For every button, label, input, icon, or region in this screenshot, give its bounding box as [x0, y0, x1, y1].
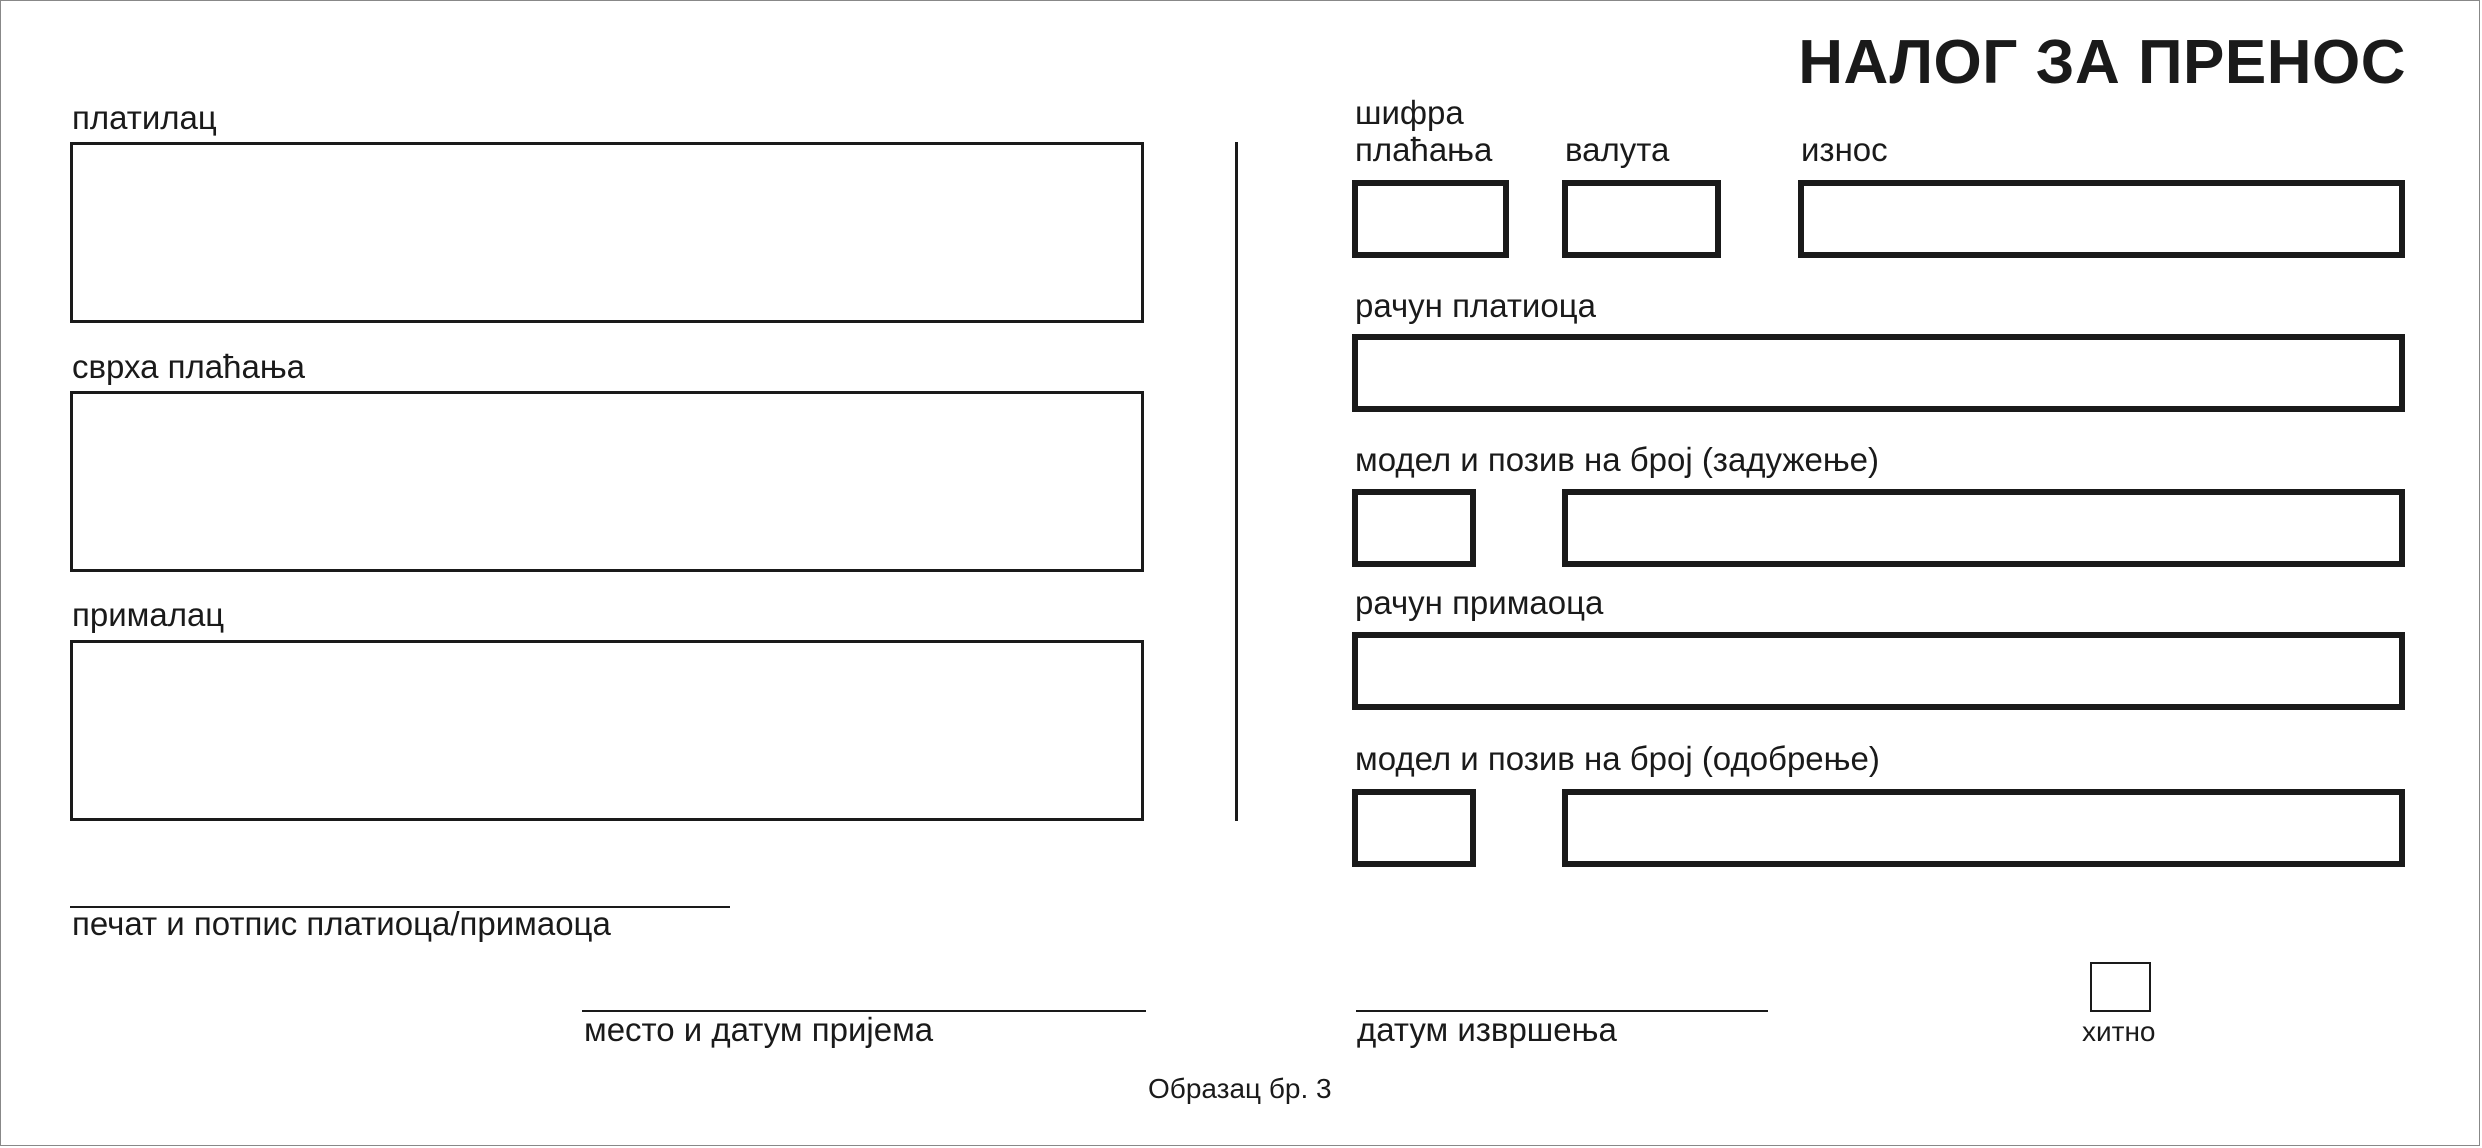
- execution-date-label: датум извршења: [1357, 1011, 1617, 1048]
- debit-model-field[interactable]: [1352, 489, 1476, 567]
- execution-date-line[interactable]: [1356, 1010, 1768, 1012]
- payer-field[interactable]: [70, 142, 1144, 323]
- purpose-field[interactable]: [70, 391, 1144, 572]
- debit-model-label: модел и позив на број (задужење): [1355, 441, 1880, 478]
- payer-account-label: рачун платиоца: [1355, 287, 1596, 324]
- form-number: Образац бр. 3: [1148, 1073, 1332, 1104]
- recipient-account-field[interactable]: [1352, 632, 2405, 710]
- form-title: НАЛОГ ЗА ПРЕНОС: [1798, 28, 2406, 97]
- currency-label: валута: [1565, 131, 1670, 168]
- payer-account-field[interactable]: [1352, 334, 2405, 412]
- amount-field[interactable]: [1798, 180, 2405, 258]
- debit-reference-field[interactable]: [1562, 489, 2405, 567]
- urgent-checkbox[interactable]: [2090, 962, 2151, 1012]
- recipient-account-label: рачун примаоца: [1355, 584, 1604, 621]
- credit-model-label: модел и позив на број (одобрење): [1355, 740, 1880, 777]
- place-date-label: место и датум пријема: [584, 1011, 934, 1048]
- recipient-field[interactable]: [70, 640, 1144, 821]
- currency-field[interactable]: [1562, 180, 1721, 258]
- signature-line[interactable]: [70, 906, 730, 908]
- credit-reference-field[interactable]: [1562, 789, 2405, 867]
- amount-label: износ: [1801, 131, 1888, 168]
- purpose-label: сврха плаћања: [72, 348, 306, 385]
- payment-code-field[interactable]: [1352, 180, 1509, 258]
- column-divider: [1235, 142, 1238, 821]
- credit-model-field[interactable]: [1352, 789, 1476, 867]
- urgent-label: хитно: [2082, 1016, 2156, 1047]
- payment-code-label-line2: плаћања: [1355, 131, 1493, 168]
- place-date-line[interactable]: [582, 1010, 1146, 1012]
- signature-label: печат и потпис платиоца/примаоца: [72, 905, 611, 942]
- recipient-label: прималац: [72, 596, 225, 633]
- payment-code-label-line1: шифра: [1355, 94, 1464, 131]
- payer-label: платилац: [72, 99, 217, 136]
